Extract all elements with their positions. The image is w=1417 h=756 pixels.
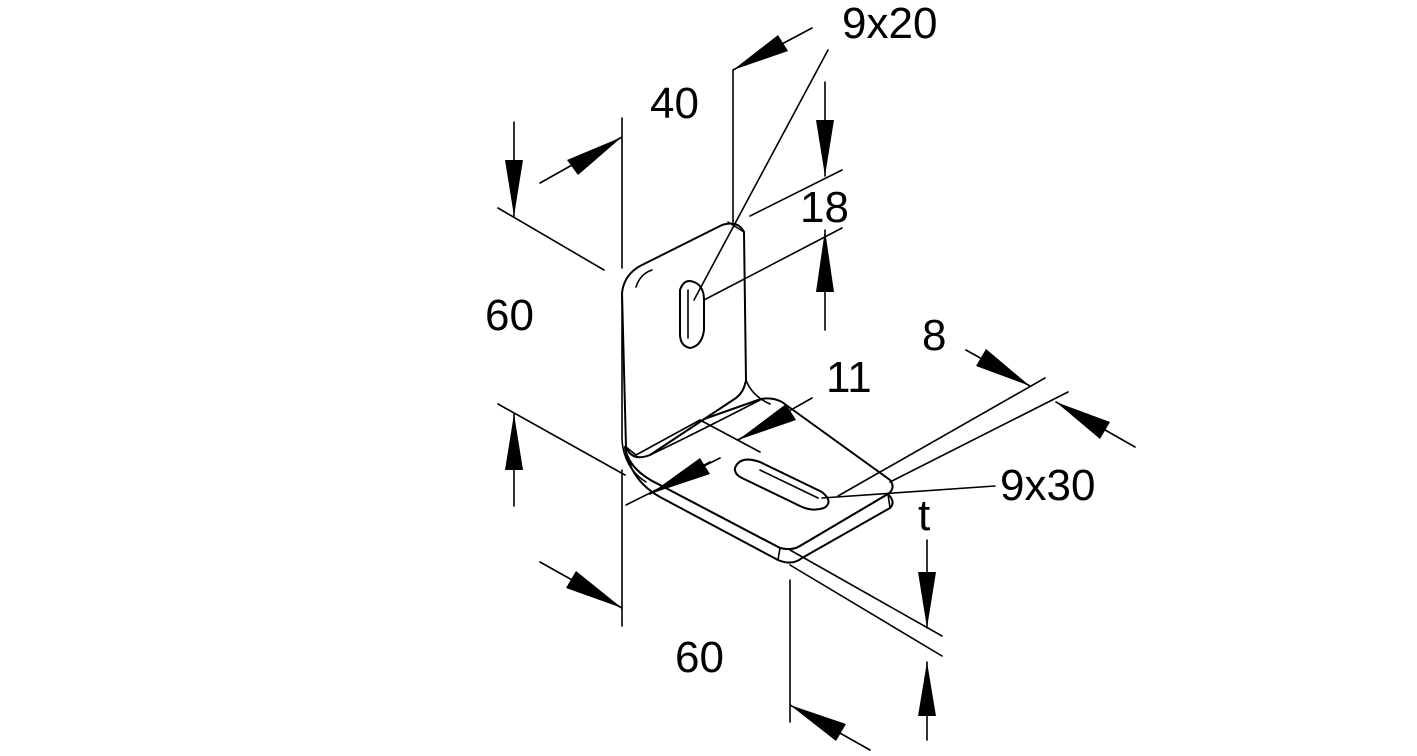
dim-label-t: t <box>918 491 930 540</box>
angle-bracket-part <box>621 221 894 564</box>
dimension-thickness-t: t <box>789 491 943 741</box>
dimension-slot-9x20: 9x20 <box>693 0 937 301</box>
dimension-offset-18: 18 <box>703 81 849 331</box>
dim-label-60-height: 60 <box>485 291 534 340</box>
dim-label-9x30: 9x30 <box>1000 461 1095 510</box>
dimension-slot-position-11: 11 <box>625 353 872 506</box>
upright-slot <box>679 280 705 349</box>
dimension-width-40: 40 <box>539 27 813 269</box>
dim-label-8: 8 <box>922 311 946 360</box>
dim-label-40: 40 <box>650 79 699 128</box>
dimension-edge-8: 8 <box>837 311 1136 497</box>
dimension-height-60: 60 <box>485 121 626 507</box>
dim-label-60-length: 60 <box>675 633 724 682</box>
dim-label-18: 18 <box>800 183 849 232</box>
dimension-slot-9x30: 9x30 <box>821 461 1095 510</box>
dim-label-11: 11 <box>826 353 872 402</box>
base-slot <box>733 458 830 511</box>
dim-label-9x20: 9x20 <box>842 0 937 48</box>
dimension-length-60: 60 <box>539 469 871 751</box>
